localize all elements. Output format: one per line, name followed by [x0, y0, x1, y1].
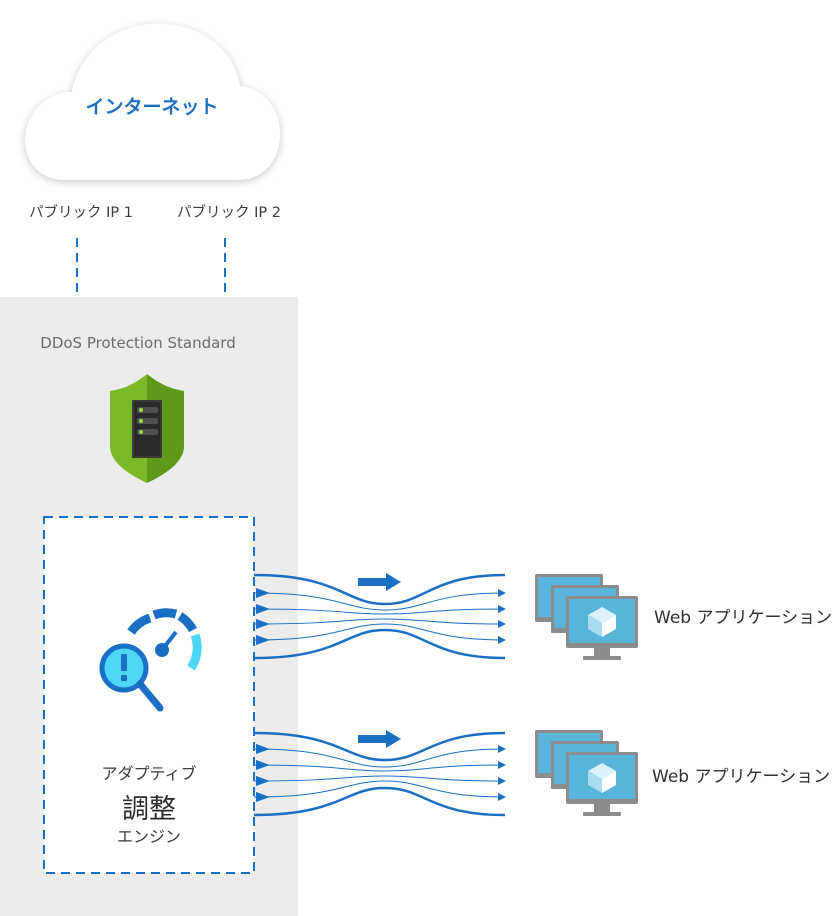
traffic-flow-2: [253, 730, 506, 817]
web-app-1-label: Web アプリケーション 1: [654, 608, 836, 628]
monitor-stack-icon: [535, 730, 638, 816]
ddos-protection-label: DDoS Protection Standard: [40, 334, 236, 352]
gauge-search-icon: [99, 608, 202, 712]
internet-cloud-icon: [25, 23, 281, 180]
flow-direction-arrow-icon: [358, 730, 401, 748]
traffic-flow-1: [253, 573, 506, 660]
engine-label-line1: アダプティブ: [101, 764, 197, 783]
cloud-label: インターネット: [85, 96, 219, 118]
shield-server-icon: [110, 374, 184, 483]
public-ip-2-label: パブリック IP 2: [177, 205, 281, 221]
monitor-stack-icon: [535, 574, 638, 660]
web-app-2-label: Web アプリケーション: [652, 767, 831, 787]
engine-label-line2: 調整: [122, 794, 176, 825]
public-ip-1-label: パブリック IP 1: [29, 205, 133, 221]
engine-label-line3: エンジン: [116, 827, 181, 846]
flow-direction-arrow-icon: [358, 573, 401, 591]
